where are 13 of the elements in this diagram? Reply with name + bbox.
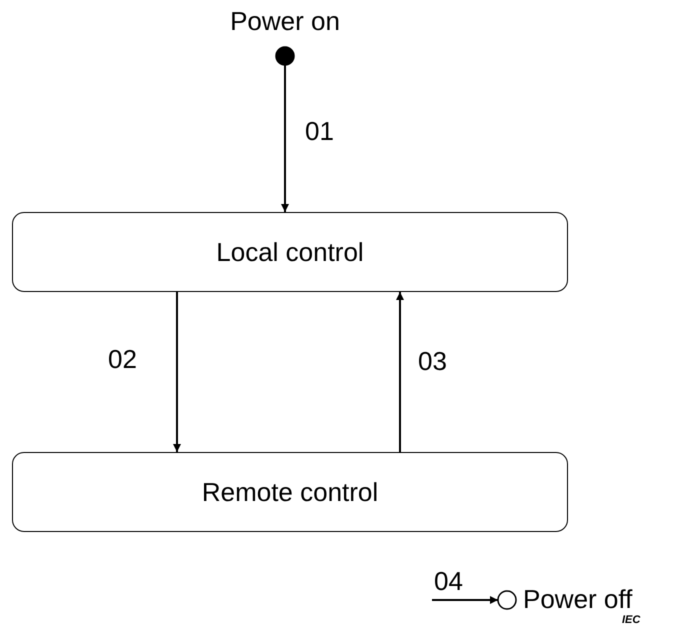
edge-label: 03 xyxy=(418,346,447,376)
edge-label: 01 xyxy=(305,116,334,146)
state-label: Power on xyxy=(229,6,341,37)
edge-label: 04 xyxy=(434,566,463,596)
transition-arrow xyxy=(396,292,404,452)
transition-arrow xyxy=(281,65,289,212)
state-box: Remote control xyxy=(12,452,568,532)
state-box: Local control xyxy=(12,212,568,292)
edge-label: 02 xyxy=(108,344,137,374)
source-note: IEC xyxy=(622,614,640,626)
transition-arrow xyxy=(432,596,498,604)
transition-arrow xyxy=(173,292,181,452)
state-label: Power off xyxy=(523,584,632,615)
